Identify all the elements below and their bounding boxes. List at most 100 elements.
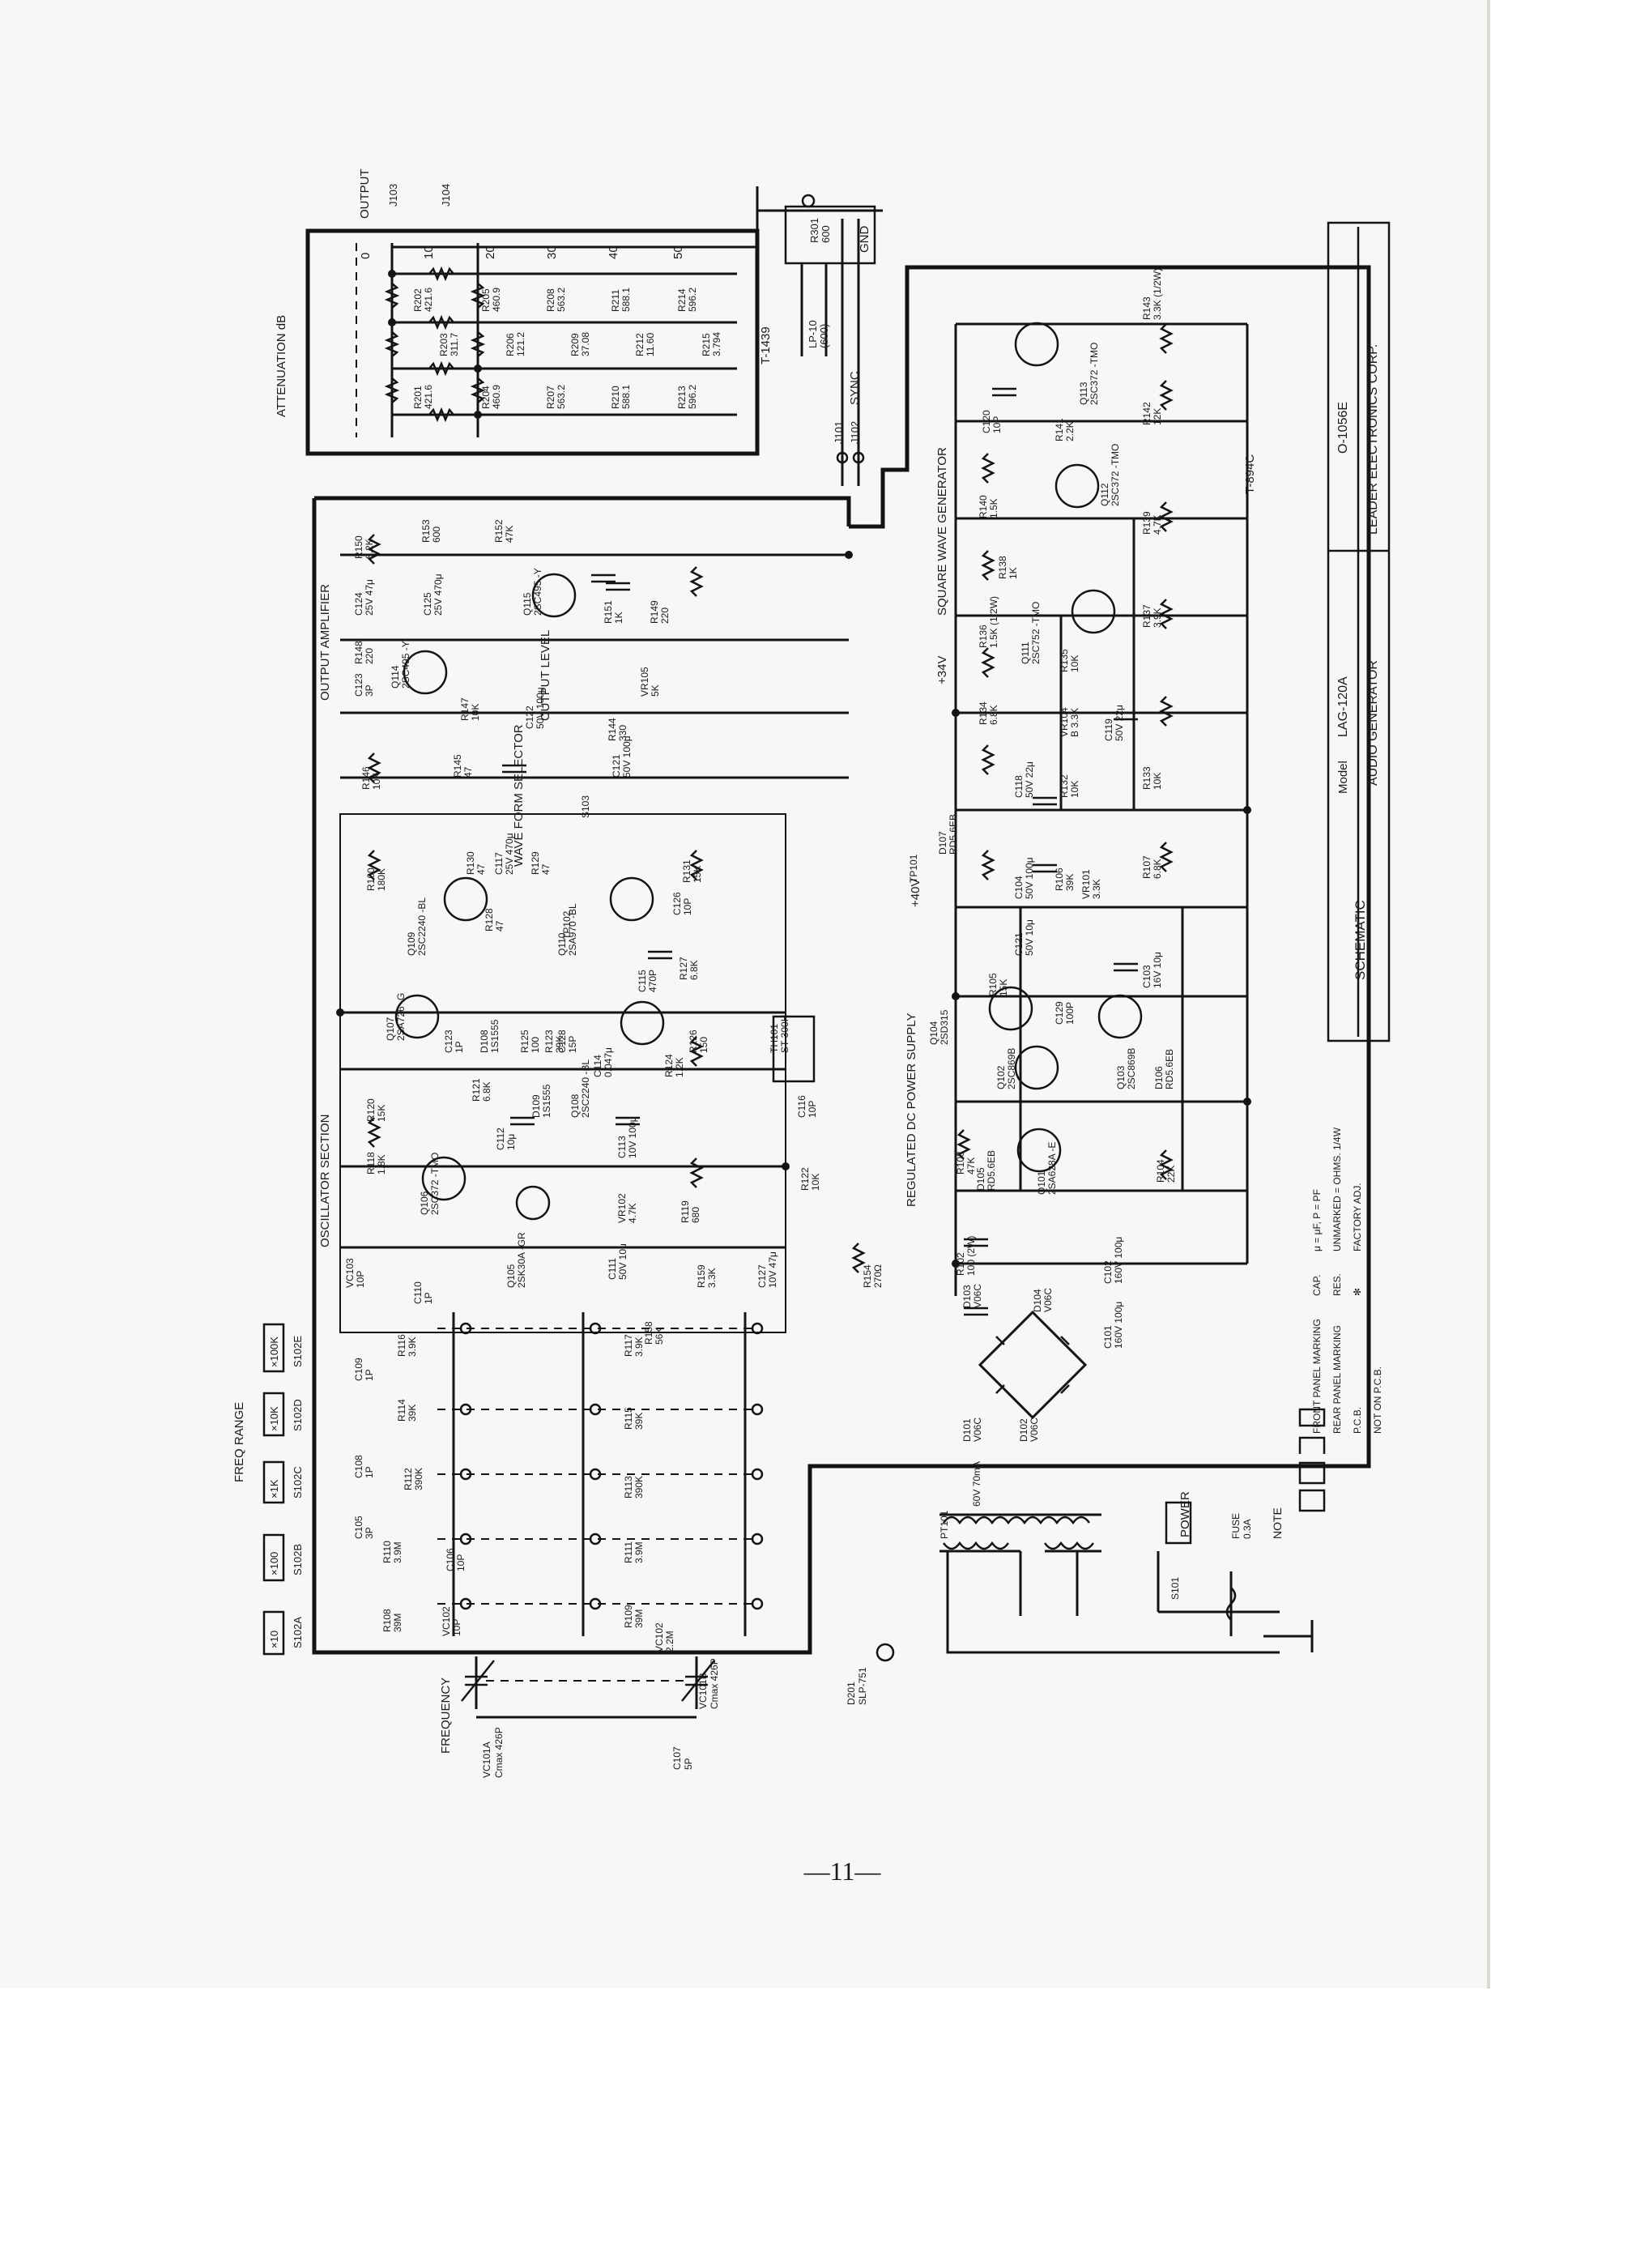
svg-text:11.60: 11.60 bbox=[645, 333, 656, 356]
svg-text:R121: R121 bbox=[471, 1078, 482, 1102]
label-output: OUTPUT bbox=[358, 168, 372, 219]
svg-text:Q105: Q105 bbox=[505, 1264, 517, 1288]
svg-text:1S1555: 1S1555 bbox=[541, 1084, 552, 1118]
square-wave-part-labels: C120 10P R141 2.2K Q113 2SC372 -TMO R143… bbox=[937, 268, 1163, 855]
svg-text:3P: 3P bbox=[364, 684, 375, 697]
svg-text:×10: ×10 bbox=[268, 1631, 280, 1648]
svg-text:C121: C121 bbox=[1013, 932, 1025, 956]
svg-text:37.08: 37.08 bbox=[580, 332, 591, 356]
svg-text:2.2M: 2.2M bbox=[664, 1631, 675, 1652]
svg-text:4.7K: 4.7K bbox=[627, 1203, 638, 1223]
svg-text:NOTE: NOTE bbox=[1271, 1507, 1284, 1539]
svg-text:5P: 5P bbox=[683, 1758, 694, 1770]
label-freq-range: FREQ RANGE bbox=[232, 1402, 246, 1482]
svg-text:Q115: Q115 bbox=[522, 592, 533, 616]
svg-text:R141: R141 bbox=[1054, 418, 1065, 441]
label-pcb-main: T-894C bbox=[1243, 454, 1257, 494]
svg-text:R214: R214 bbox=[676, 288, 688, 312]
svg-text:Q112: Q112 bbox=[1099, 483, 1110, 506]
svg-text:V06C: V06C bbox=[972, 1418, 983, 1442]
svg-text:R107: R107 bbox=[1141, 855, 1152, 879]
svg-text:NOT ON P.C.B.: NOT ON P.C.B. bbox=[1372, 1366, 1383, 1434]
label-power-supply: REGULATED DC POWER SUPPLY bbox=[905, 1013, 918, 1208]
svg-text:10K: 10K bbox=[1069, 781, 1080, 798]
svg-text:3.9K: 3.9K bbox=[1152, 608, 1163, 628]
label-square-wave: SQUARE WAVE GENERATOR bbox=[935, 447, 949, 616]
svg-text:1.2K: 1.2K bbox=[674, 1057, 685, 1077]
svg-text:C123: C123 bbox=[353, 673, 364, 697]
svg-text:680: 680 bbox=[690, 1207, 701, 1223]
svg-text:R160: R160 bbox=[365, 868, 377, 891]
svg-text:Q113: Q113 bbox=[1078, 382, 1089, 405]
svg-text:R136: R136 bbox=[978, 625, 989, 648]
svg-text:C115: C115 bbox=[637, 970, 648, 992]
svg-text:D109: D109 bbox=[530, 1094, 542, 1118]
svg-text:460.9: 460.9 bbox=[491, 385, 502, 409]
svg-text:160V 100μ: 160V 100μ bbox=[1113, 1237, 1124, 1284]
svg-text:47K: 47K bbox=[504, 526, 515, 543]
svg-text:R119: R119 bbox=[680, 1200, 691, 1223]
svg-text:6.8K: 6.8K bbox=[481, 1081, 492, 1102]
svg-text:R105: R105 bbox=[987, 973, 999, 996]
svg-text:R115: R115 bbox=[623, 1407, 634, 1430]
svg-text:C111: C111 bbox=[607, 1258, 618, 1280]
svg-text:390K: 390K bbox=[633, 1476, 645, 1498]
svg-text:R110: R110 bbox=[381, 1541, 393, 1563]
svg-text:R132: R132 bbox=[1059, 774, 1070, 798]
svg-text:R142: R142 bbox=[1141, 402, 1152, 425]
svg-text:R204: R204 bbox=[480, 386, 492, 409]
svg-text:47: 47 bbox=[540, 863, 552, 875]
bridge-rectifier bbox=[978, 1310, 1088, 1420]
svg-text:S103: S103 bbox=[580, 795, 591, 818]
svg-text:39K: 39K bbox=[633, 1413, 645, 1430]
svg-text:C122: C122 bbox=[524, 706, 535, 729]
svg-text:100 (2W): 100 (2W) bbox=[965, 1236, 977, 1276]
svg-text:3P: 3P bbox=[364, 1527, 375, 1539]
svg-text:R127: R127 bbox=[678, 957, 689, 980]
svg-text:C114: C114 bbox=[592, 1055, 603, 1077]
svg-text:2SC372 -TMO: 2SC372 -TMO bbox=[1110, 444, 1121, 506]
title-sheet-type: SCHEMATIC bbox=[1353, 900, 1368, 980]
svg-text:R215: R215 bbox=[701, 333, 712, 356]
attenuator-box bbox=[305, 228, 760, 456]
svg-text:R109: R109 bbox=[623, 1605, 634, 1628]
svg-text:10P: 10P bbox=[991, 416, 1003, 433]
svg-text:VC101A: VC101A bbox=[481, 1742, 492, 1778]
svg-text:2SA970 -BL: 2SA970 -BL bbox=[567, 903, 578, 956]
svg-text:6.8K: 6.8K bbox=[988, 705, 999, 725]
svg-text:C121: C121 bbox=[611, 754, 622, 778]
svg-text:S102B: S102B bbox=[292, 1544, 304, 1575]
power-transformer bbox=[939, 1513, 1280, 1654]
svg-text:1P: 1P bbox=[364, 1369, 375, 1381]
svg-text:R108: R108 bbox=[381, 1609, 393, 1632]
jack-labels: J101 J102 J103 J104 LP-10 (600) R301 600 bbox=[387, 184, 861, 444]
svg-text:C103: C103 bbox=[1141, 965, 1152, 988]
output-jacks bbox=[756, 186, 883, 486]
svg-text:15P: 15P bbox=[567, 1036, 578, 1053]
svg-text:R122: R122 bbox=[799, 1167, 811, 1191]
svg-text:V06C: V06C bbox=[1042, 1288, 1054, 1312]
svg-text:R125: R125 bbox=[519, 1030, 530, 1053]
svg-text:390K: 390K bbox=[413, 1468, 424, 1490]
svg-text:R129: R129 bbox=[530, 851, 541, 875]
svg-text:15K: 15K bbox=[998, 979, 1009, 996]
svg-text:2SA628A -E: 2SA628A -E bbox=[1046, 1142, 1058, 1195]
svg-text:3.3K: 3.3K bbox=[706, 1268, 718, 1288]
svg-text:22K: 22K bbox=[1165, 1166, 1177, 1183]
svg-text:D108: D108 bbox=[479, 1030, 490, 1053]
svg-text:R140: R140 bbox=[978, 495, 989, 518]
svg-text:D101: D101 bbox=[961, 1418, 973, 1442]
svg-text:50V 22μ: 50V 22μ bbox=[1114, 705, 1125, 741]
svg-text:588.1: 588.1 bbox=[620, 385, 632, 409]
svg-text:R154: R154 bbox=[862, 1264, 873, 1288]
svg-text:10K: 10K bbox=[1152, 773, 1163, 790]
svg-text:2SC372 -TMO: 2SC372 -TMO bbox=[429, 1153, 441, 1215]
svg-text:50V 10μ: 50V 10μ bbox=[1024, 919, 1035, 956]
svg-text:B 3.3K: B 3.3K bbox=[1069, 708, 1080, 737]
svg-text:121.2: 121.2 bbox=[515, 332, 526, 356]
svg-text:FUSE: FUSE bbox=[1230, 1513, 1242, 1539]
svg-text:2SC495 -Y: 2SC495 -Y bbox=[532, 568, 543, 616]
svg-text:(600): (600) bbox=[818, 324, 830, 348]
svg-text:REAR PANEL MARKING: REAR PANEL MARKING bbox=[1331, 1325, 1343, 1434]
svg-text:R103: R103 bbox=[955, 1151, 966, 1174]
